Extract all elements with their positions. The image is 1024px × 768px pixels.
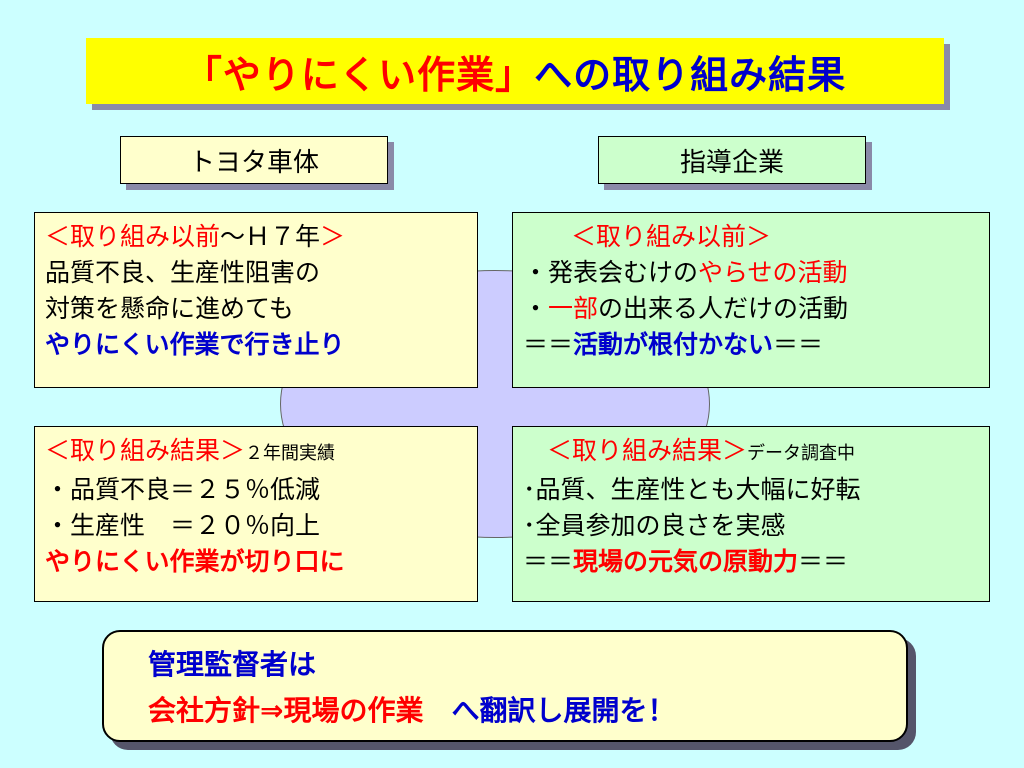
right-before-line-1-highlight: やらせの活動 <box>698 258 848 287</box>
right-after-heading-note: データ調査中 <box>747 443 856 464</box>
title-part-blue: への取り組み結果 <box>534 52 847 97</box>
left-before-heading-text: ＜取り組み以前 <box>45 222 221 251</box>
message-box: 管理監督者は 会社方針⇒現場の作業へ翻訳し展開を！ <box>102 630 908 742</box>
right-column-header: 指導企業 <box>598 136 866 184</box>
right-before-box: ＜取り組み以前＞ ・発表会むけのやらせの活動 ・一部の出来る人だけの活動 ＝＝活… <box>512 212 990 388</box>
right-before-line-1: ・発表会むけのやらせの活動 <box>523 255 979 291</box>
right-before-line-3: ＝＝活動が根付かない＝＝ <box>523 327 979 363</box>
right-after-heading-text: ＜取り組み結果＞ <box>547 436 748 465</box>
left-before-line-1: 品質不良、生産性阻害の <box>45 258 321 287</box>
right-after-line-3-suffix: ＝＝ <box>798 547 849 576</box>
right-before-line-3-suffix: ＝＝ <box>773 330 824 359</box>
left-after-heading: ＜取り組み結果＞２年間実績 <box>45 433 467 472</box>
message-line-2: 会社方針⇒現場の作業へ翻訳し展開を！ <box>148 688 906 734</box>
right-before-line-2-highlight: 一部 <box>548 294 599 323</box>
right-before-heading: ＜取り組み以前＞ <box>571 222 772 251</box>
left-after-heading-text: ＜取り組み結果＞ <box>45 436 246 465</box>
message-line-2-red: 会社方針⇒現場の作業 <box>148 694 424 727</box>
right-after-heading: ＜取り組み結果＞データ調査中 <box>523 433 979 472</box>
right-before-line-2-bullet: ・ <box>523 294 549 323</box>
message-line-1: 管理監督者は <box>148 648 317 681</box>
right-before-line-3-prefix: ＝＝ <box>523 330 574 359</box>
right-after-line-3: ＝＝現場の元気の原動力＝＝ <box>523 544 979 580</box>
right-after-line-3-prefix: ＝＝ <box>523 547 574 576</box>
left-before-line-2: 対策を懸命に進めても <box>45 294 294 323</box>
right-before-line-2: ・一部の出来る人だけの活動 <box>523 291 979 327</box>
right-before-line-1-prefix: ・発表会むけの <box>523 258 699 287</box>
right-after-line-3-highlight: 現場の元気の原動力 <box>573 547 799 576</box>
left-before-heading: ＜取り組み以前～Ｈ７年＞ <box>45 219 467 255</box>
right-after-box: ＜取り組み結果＞データ調査中 ･品質、生産性とも大幅に好転 ･全員参加の良さを実… <box>512 426 990 602</box>
right-after-line-1: ･品質、生産性とも大幅に好転 <box>523 475 861 504</box>
left-after-line-2: ・生産性 ＝２０％向上 <box>45 511 321 540</box>
left-after-heading-note: ２年間実績 <box>245 443 336 464</box>
right-before-line-2-suffix: の出来る人だけの活動 <box>598 294 849 323</box>
right-after-line-2: ･全員参加の良さを実感 <box>523 511 786 540</box>
left-before-box: ＜取り組み以前～Ｈ７年＞ 品質不良、生産性阻害の 対策を懸命に進めても やりにく… <box>34 212 478 388</box>
message-line-2-blue: へ翻訳し展開を！ <box>451 694 676 727</box>
left-before-line-3: やりにくい作業で行き止り <box>45 330 345 359</box>
left-column-header: トヨタ車体 <box>120 136 388 184</box>
left-before-heading-period: ～Ｈ７年 <box>220 222 321 251</box>
left-after-line-1: ・品質不良＝２５％低減 <box>45 475 321 504</box>
page-title: 「やりにくい作業」への取り組み結果 <box>86 38 944 104</box>
left-after-line-3: やりにくい作業が切り口に <box>45 547 345 576</box>
left-after-box: ＜取り組み結果＞２年間実績 ・品質不良＝２５％低減 ・生産性 ＝２０％向上 やり… <box>34 426 478 602</box>
left-before-heading-close: ＞ <box>320 222 346 251</box>
right-before-line-3-highlight: 活動が根付かない <box>573 330 774 359</box>
title-part-red: 「やりにくい作業」 <box>183 52 535 97</box>
